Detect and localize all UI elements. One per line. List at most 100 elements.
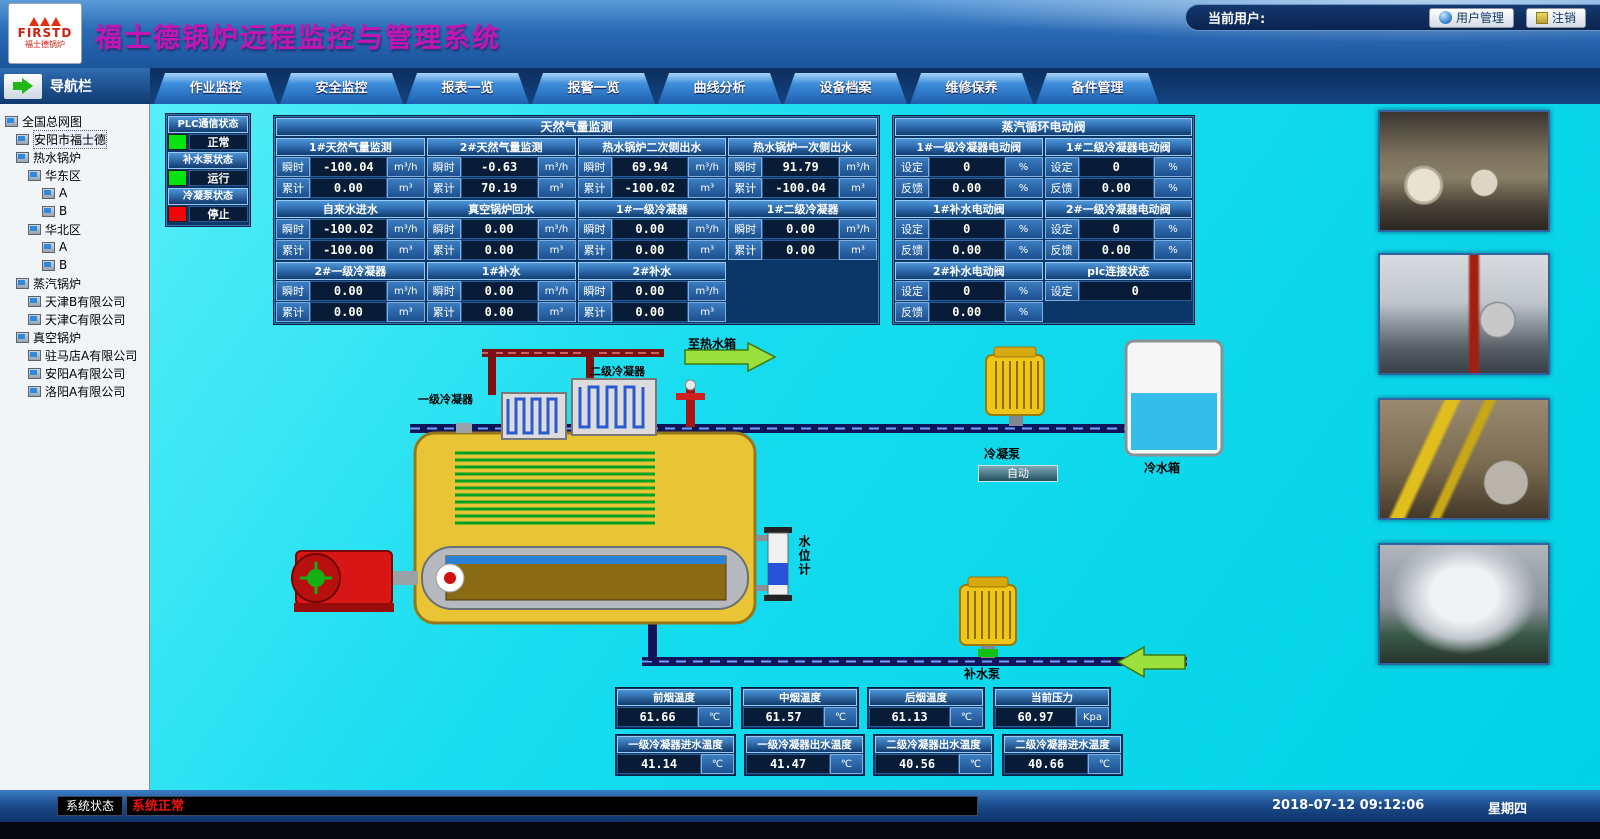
node-icon <box>5 115 18 127</box>
plc-connect-title: plc连接状态 <box>1044 262 1192 280</box>
total-value: 0.00 <box>762 240 839 260</box>
front-smoke-temp: 前烟温度 61.66℃ <box>615 687 733 729</box>
flame-icon <box>29 17 61 26</box>
cond2-inlet-temp: 二级冷凝器进水温度 40.66℃ <box>1002 734 1123 776</box>
tab-curve-analysis[interactable]: 曲线分析 <box>658 73 781 104</box>
fb-label: 反馈 <box>895 302 929 322</box>
plc-comm-status: 正常 <box>189 134 248 150</box>
tree-item-north-china[interactable]: 华北区 <box>2 220 147 238</box>
flow-unit: m³/h <box>688 281 727 301</box>
node-icon <box>28 223 41 235</box>
tree-item-east-china[interactable]: 华东区 <box>2 166 147 184</box>
set-value[interactable]: 0 <box>1078 219 1154 239</box>
tab-spare-parts[interactable]: 备件管理 <box>1036 73 1159 104</box>
temp-value: 61.57 <box>743 707 824 727</box>
meter-title: 1#天然气量监测 <box>276 138 425 156</box>
tab-alarms[interactable]: 报警一览 <box>532 73 655 104</box>
total-label: 累计 <box>577 178 612 198</box>
meter-title: 真空锅炉回水 <box>426 200 576 218</box>
total-value: 0.00 <box>611 302 689 322</box>
tree-item-anyang-a[interactable]: 安阳A有限公司 <box>2 364 147 382</box>
valve-title: 2#一级冷凝器电动阀 <box>1044 200 1192 218</box>
meter-title: 1#一级冷凝器 <box>577 200 727 218</box>
temp-title: 前烟温度 <box>617 689 731 706</box>
temp-unit: ℃ <box>959 754 992 774</box>
tree-item-hot-water-boiler[interactable]: 热水锅炉 <box>2 148 147 166</box>
water-level-gauge-icon <box>756 527 792 601</box>
cold-water-tank-icon <box>1124 339 1224 457</box>
tree-item-anyang-firstd[interactable]: 安阳市福士德 <box>2 129 147 149</box>
tree-item-steam-boiler[interactable]: 蒸汽锅炉 <box>2 274 147 292</box>
tab-equipment-archive[interactable]: 设备档案 <box>784 73 907 104</box>
inst-value: 0.00 <box>611 219 689 239</box>
set-value[interactable]: 0 <box>1078 157 1154 177</box>
flow-unit: m³/h <box>839 157 877 177</box>
tab-job-monitor[interactable]: 作业监控 <box>154 73 277 104</box>
temp-value: 61.13 <box>869 707 950 727</box>
inst-label: 瞬时 <box>276 219 310 239</box>
node-icon <box>42 187 55 199</box>
logout-icon <box>1535 11 1548 24</box>
total-label: 累计 <box>728 240 763 260</box>
tree-item-tianjin-b[interactable]: 天津B有限公司 <box>2 292 147 310</box>
fb-value: 0.00 <box>1078 240 1154 260</box>
tree-item-luoyang-a[interactable]: 洛阳A有限公司 <box>2 382 147 400</box>
user-management-button[interactable]: 用户管理 <box>1428 7 1514 28</box>
vol-unit: m³ <box>537 178 576 198</box>
pipe-drain <box>648 621 657 661</box>
temp-unit: ℃ <box>701 754 734 774</box>
cond1-outlet-temp: 一级冷凝器出水温度 41.47℃ <box>744 734 865 776</box>
valve-title: 1#补水电动阀 <box>895 200 1043 218</box>
fb-value: 0.00 <box>929 302 1005 322</box>
temp-unit: ℃ <box>1088 754 1121 774</box>
set-value[interactable]: 0 <box>929 281 1005 301</box>
temperature-panels: 前烟温度 61.66℃ 中烟温度 61.57℃ 后烟温度 61.13℃ 当前压力… <box>615 687 1123 776</box>
flow-unit: m³/h <box>688 219 727 239</box>
temp-unit: ℃ <box>950 707 983 727</box>
tree-item-tianjin-c[interactable]: 天津C有限公司 <box>2 310 147 328</box>
logo-subtext: 福士德锅炉 <box>25 40 65 49</box>
node-icon <box>28 367 41 379</box>
percent-unit: % <box>1004 178 1043 198</box>
vol-unit: m³ <box>537 240 576 260</box>
arrow-to-hot-water-icon <box>684 341 777 373</box>
node-icon <box>42 259 55 271</box>
tab-safety-monitor[interactable]: 安全监控 <box>280 73 403 104</box>
tree-item-vacuum-boiler[interactable]: 真空锅炉 <box>2 328 147 346</box>
tab-reports[interactable]: 报表一览 <box>406 73 529 104</box>
tree-item-east-a[interactable]: A <box>2 184 147 202</box>
condensate-pump-icon <box>985 346 1045 426</box>
logout-button[interactable]: 注销 <box>1525 7 1586 28</box>
tree-item-zhumadian-a[interactable]: 驻马店A有限公司 <box>2 346 147 364</box>
auto-mode-button[interactable]: 自动 <box>978 465 1058 482</box>
set-label: 设定 <box>895 281 929 301</box>
tree-item-east-b[interactable]: B <box>2 202 147 220</box>
tree-item-national-map[interactable]: 全国总网图 <box>2 112 147 130</box>
globe-icon <box>1438 11 1452 24</box>
percent-unit: % <box>1004 219 1043 239</box>
tree-item-north-a[interactable]: A <box>2 238 147 256</box>
vol-unit: m³ <box>386 302 425 322</box>
set-value[interactable]: 0 <box>929 157 1005 177</box>
tree-item-north-b[interactable]: B <box>2 256 147 274</box>
flow-unit: m³/h <box>537 219 576 239</box>
weekday-display: 星期四 <box>1488 802 1528 817</box>
system-status-value: 系统正常 <box>126 796 978 816</box>
inst-value: -100.02 <box>310 219 387 239</box>
vol-unit: m³ <box>386 240 425 260</box>
temp-unit: ℃ <box>698 707 731 727</box>
meter-title: 1#补水 <box>426 262 576 280</box>
temp-row-2: 一级冷凝器进水温度 41.14℃ 一级冷凝器出水温度 41.47℃ 二级冷凝器出… <box>615 734 1123 776</box>
tab-maintenance[interactable]: 维修保养 <box>910 73 1033 104</box>
arrow-return-icon <box>1116 645 1186 679</box>
flow-unit: m³/h <box>386 219 425 239</box>
set-value[interactable]: 0 <box>929 219 1005 239</box>
inst-value: 0.00 <box>460 281 538 301</box>
node-icon <box>28 313 41 325</box>
temp-value: 40.66 <box>1004 754 1088 774</box>
